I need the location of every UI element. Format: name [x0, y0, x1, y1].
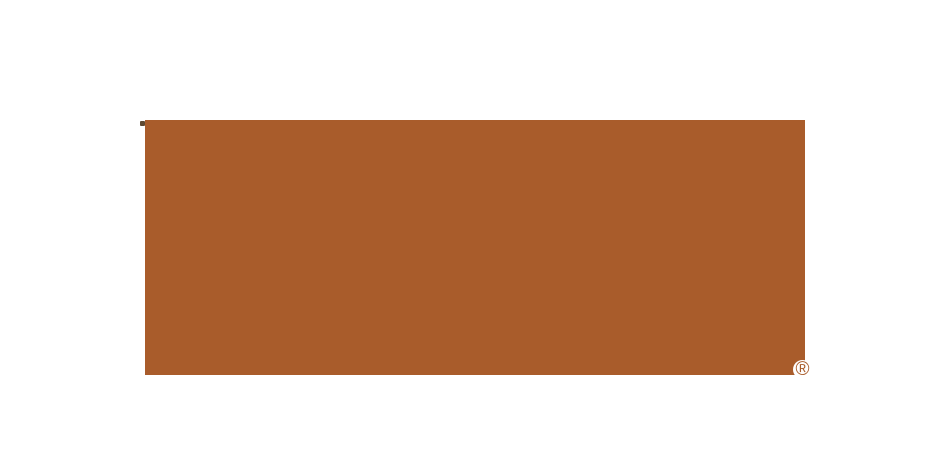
color-block — [145, 120, 805, 375]
registered-trademark-icon: ® — [793, 360, 812, 379]
corner-speck — [140, 121, 145, 126]
